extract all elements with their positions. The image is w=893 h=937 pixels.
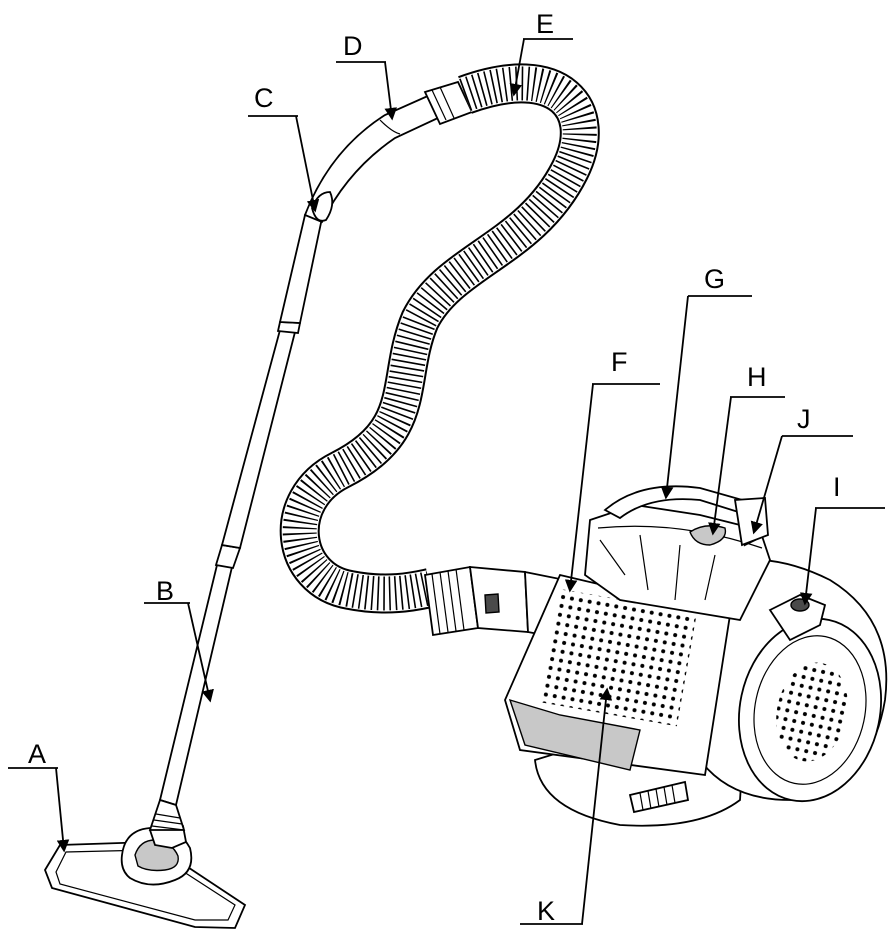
flexible-hose [279,63,600,614]
callout-I: I [799,472,885,606]
callout-label-K: K [537,896,555,926]
handle [303,80,474,224]
callout-label-E: E [536,9,554,39]
callout-D: D [336,31,398,121]
callout-label-A: A [28,739,46,769]
callout-label-F: F [611,347,628,377]
callout-F: F [564,347,660,593]
callout-label-D: D [343,31,363,61]
callout-label-J: J [797,404,811,434]
telescopic-tube [148,213,324,831]
main-body [504,485,888,827]
callout-H: H [708,362,785,536]
callout-C: C [248,83,320,213]
floor-nozzle [44,821,247,929]
callout-label-G: G [704,264,725,294]
callout-label-C: C [254,83,274,113]
callout-J: J [750,404,853,535]
callout-B: B [144,576,214,703]
callout-label-H: H [747,362,767,392]
callout-K: K [520,687,613,926]
callout-A: A [8,739,70,853]
callout-E: E [509,9,573,97]
callout-label-I: I [833,472,841,502]
callout-G: G [660,264,752,500]
callout-label-B: B [156,576,174,606]
